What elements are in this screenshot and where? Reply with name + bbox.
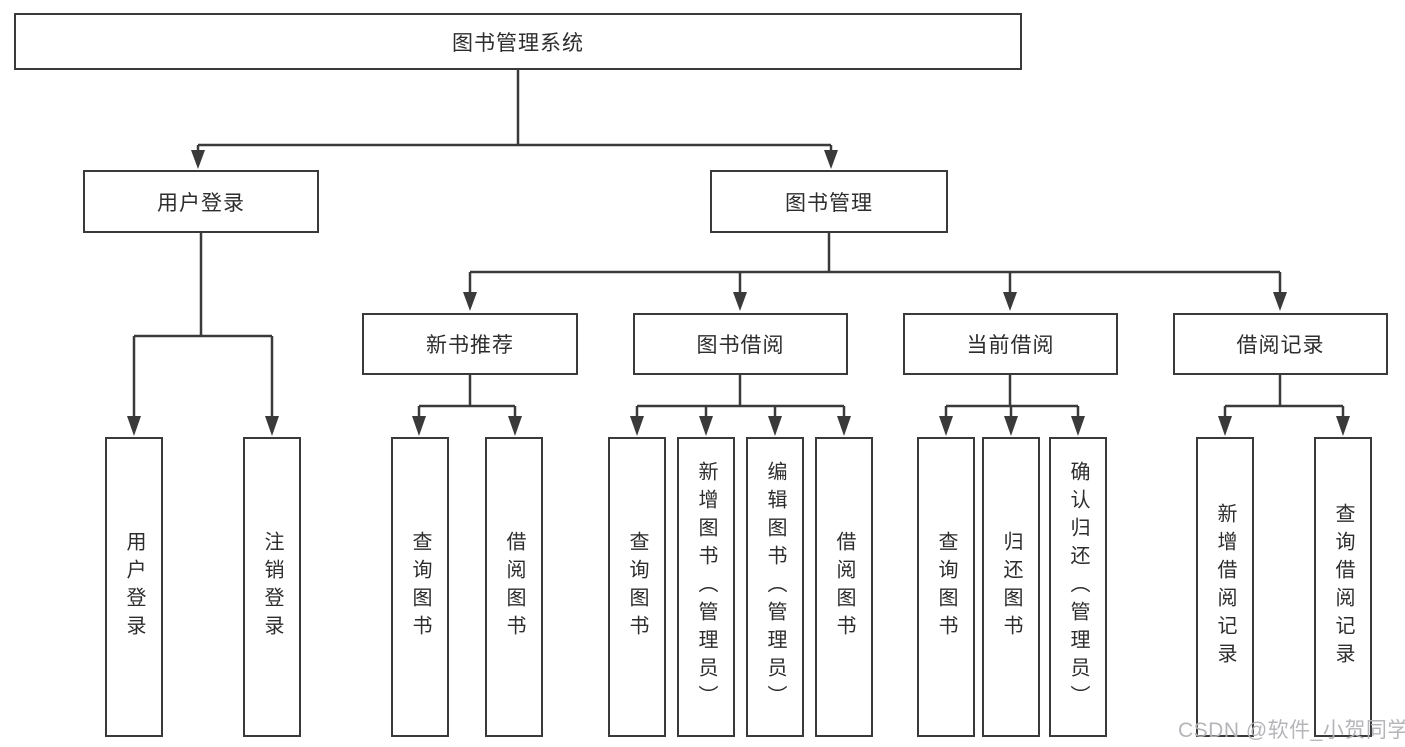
node-new-book-recommend: 新书推荐 xyxy=(362,313,578,375)
leaf-query-books-borrow: 查询图书 xyxy=(608,437,666,737)
leaf-query-borrow-record: 查询借阅记录 xyxy=(1314,437,1372,737)
node-current-borrowing: 当前借阅 xyxy=(903,313,1118,375)
connector-current-to-leaves xyxy=(944,375,1080,420)
connector-root-to-level1 xyxy=(196,70,833,155)
csdn-watermark: CSDN @软件_小贺同学 xyxy=(1178,719,1405,742)
leaf-add-borrow-record: 新增借阅记录 xyxy=(1196,437,1254,737)
leaf-query-books-current: 查询图书 xyxy=(917,437,975,737)
leaf-borrow-books-recommend: 借阅图书 xyxy=(485,437,543,737)
node-root-system: 图书管理系统 xyxy=(14,13,1022,70)
leaf-confirm-return-admin: 确认归还（管理员） xyxy=(1049,437,1107,737)
leaf-query-books-recommend: 查询图书 xyxy=(391,437,449,737)
leaf-user-login: 用户登录 xyxy=(105,437,163,737)
connector-borrow-to-leaves xyxy=(635,375,846,420)
leaf-logout: 注销登录 xyxy=(243,437,301,737)
connector-newbook-to-leaves xyxy=(417,375,517,420)
connector-record-to-leaves xyxy=(1223,375,1345,420)
arrowheads xyxy=(127,150,1350,436)
node-book-borrowing: 图书借阅 xyxy=(633,313,848,375)
node-book-management: 图书管理 xyxy=(710,170,948,233)
leaf-borrow-books: 借阅图书 xyxy=(815,437,873,737)
connector-mgmt-to-level2 xyxy=(468,233,1282,296)
connector-login-to-leaves xyxy=(132,233,274,420)
leaf-edit-books-admin: 编辑图书（管理员） xyxy=(746,437,804,737)
leaf-return-books: 归还图书 xyxy=(982,437,1040,737)
node-borrowing-records: 借阅记录 xyxy=(1173,313,1388,375)
node-user-login: 用户登录 xyxy=(83,170,319,233)
leaf-add-books-admin: 新增图书（管理员） xyxy=(677,437,735,737)
